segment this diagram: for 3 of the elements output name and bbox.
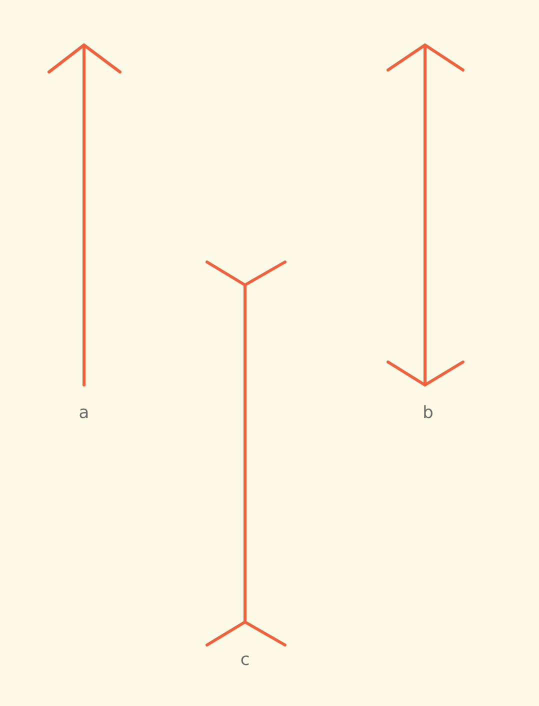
- figure-label: a: [78, 405, 90, 422]
- figure-label: c: [240, 652, 250, 669]
- figure-label: b: [422, 405, 434, 422]
